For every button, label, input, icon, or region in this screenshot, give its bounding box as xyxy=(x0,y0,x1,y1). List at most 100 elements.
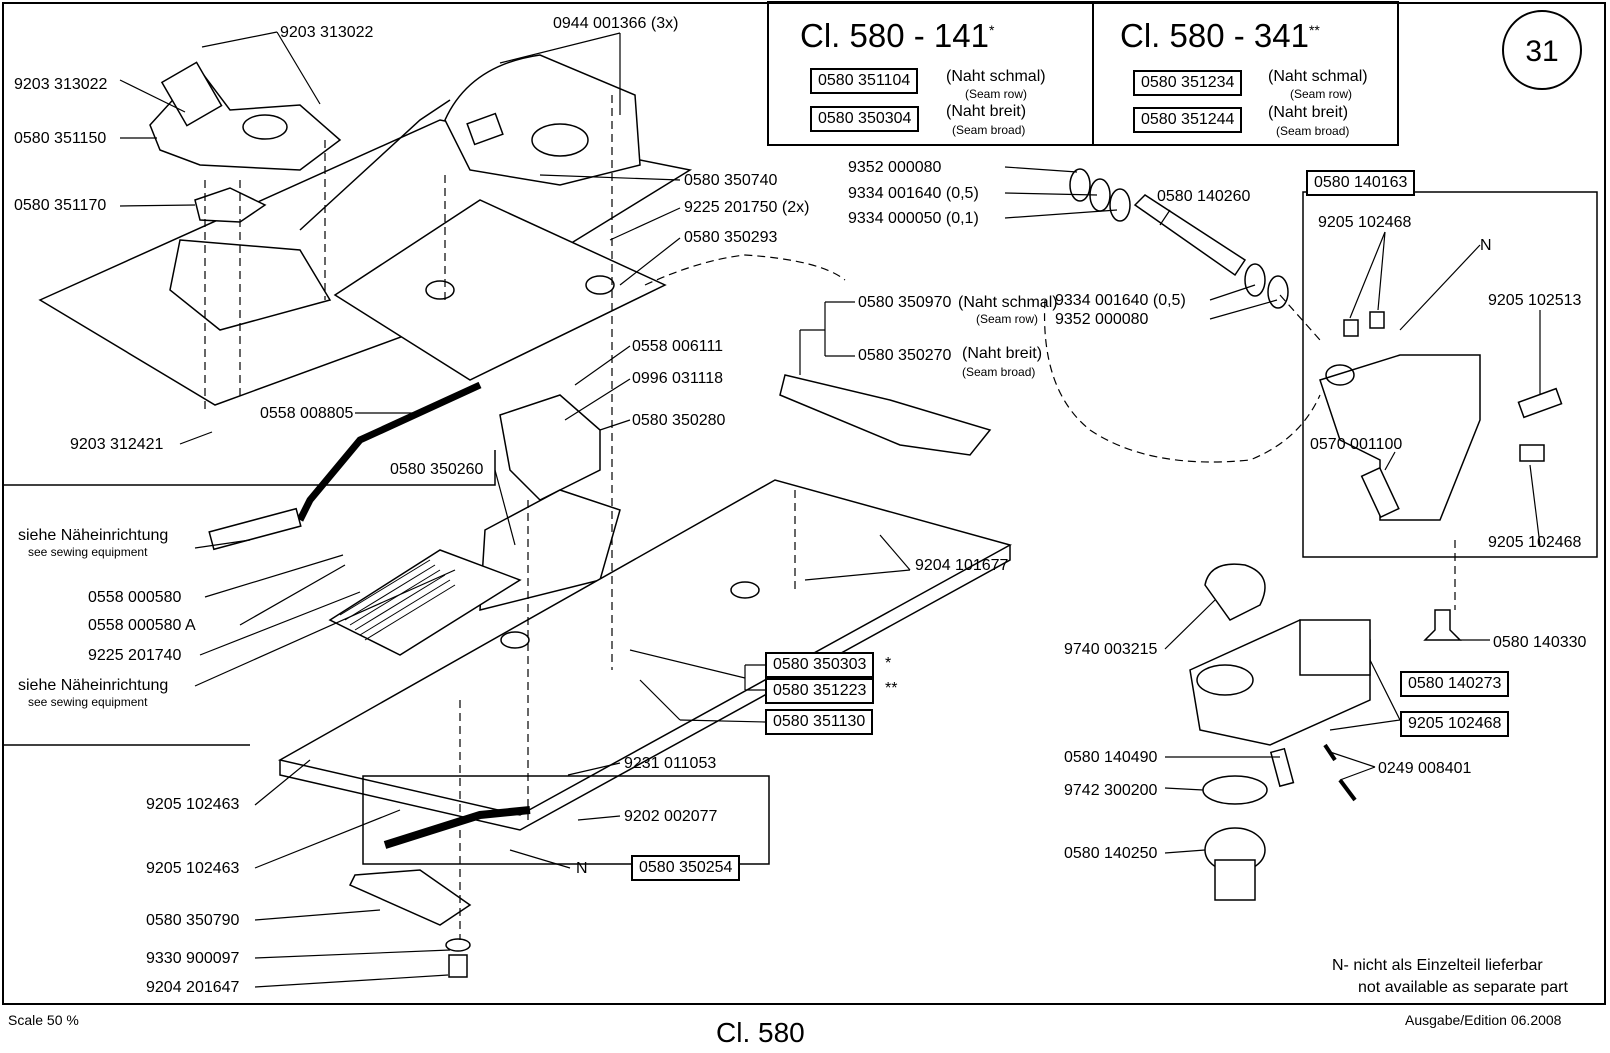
label-part: 9334 001640 (0,5) xyxy=(1055,292,1186,309)
label-part: 9742 300200 xyxy=(1064,782,1158,799)
plate-350740-hole xyxy=(531,123,589,157)
ring-352000080-b xyxy=(1267,275,1289,309)
ring-352000080 xyxy=(1069,168,1091,202)
ghost-feed-dog xyxy=(169,239,332,331)
label-part: 0558 000580 xyxy=(88,589,182,606)
box-part: 0580 351130 xyxy=(765,709,874,735)
ring-003215 xyxy=(1204,563,1266,621)
ring-300200 xyxy=(1202,775,1268,805)
bolt-140330 xyxy=(1423,609,1462,641)
box-part: 0580 140163 xyxy=(1306,170,1416,196)
label-part: 9231 011053 xyxy=(624,755,717,772)
crank-bore xyxy=(1325,364,1355,386)
label-part-de: (Naht breit) xyxy=(962,345,1043,362)
class-b-part-2-en: (Seam broad) xyxy=(1276,124,1350,138)
base-plate-edge xyxy=(279,545,1011,831)
needle-plate-insert xyxy=(328,549,522,656)
base-plate-hole xyxy=(730,581,760,599)
label-part-sub: see sewing equipment xyxy=(28,545,148,559)
header-table-border xyxy=(767,1,1399,146)
label-part: 0580 350260 xyxy=(390,461,484,478)
page-number: 31 xyxy=(1502,10,1582,90)
leaf-spring-313022 xyxy=(160,61,223,127)
washer-900097 xyxy=(445,938,471,952)
label-part: 0558 006111 xyxy=(632,338,724,355)
label-part-sub: (Seam broad) xyxy=(962,365,1036,379)
label-part-sub: (Seam row) xyxy=(976,312,1039,326)
marker-star: * xyxy=(885,655,892,672)
label-part: 0570 001100 xyxy=(1310,436,1403,453)
label-part: 9352 000080 xyxy=(1055,311,1149,328)
label-part: 0944 001366 (3x) xyxy=(553,15,679,32)
plate-350740 xyxy=(444,54,641,186)
knife-blade xyxy=(208,507,302,551)
crank-140163 xyxy=(1319,354,1481,521)
footer-edition: Ausgabe/Edition 06.2008 xyxy=(1405,1012,1562,1028)
label-part: 0580 140260 xyxy=(1157,188,1251,205)
label-part-de: (Naht schmal) xyxy=(958,294,1058,311)
screw-201647 xyxy=(448,954,468,978)
lever-350970 xyxy=(779,374,992,456)
part-350280 xyxy=(499,394,601,501)
class-a-part-2-de: (Naht breit) xyxy=(946,103,1027,120)
plate-351170 xyxy=(194,187,267,223)
label-part: 0580 350280 xyxy=(632,412,726,429)
label-part: 0580 350293 xyxy=(684,229,778,246)
screw-102468-a xyxy=(1343,319,1359,337)
class-b-part-2-de: (Naht breit) xyxy=(1268,104,1349,121)
shim-0-5-b xyxy=(1244,263,1266,297)
footer-title: Cl. 580 xyxy=(716,1017,805,1048)
note-de: N- nicht als Einzelteil lieferbar xyxy=(1332,957,1543,974)
label-part: 9205 102468 xyxy=(1488,534,1582,551)
screw-102468-c xyxy=(1519,444,1545,462)
plate-351150-hole xyxy=(242,114,288,140)
label-part: 0996 031118 xyxy=(632,370,724,387)
class-b-part-1: 0580 351234 xyxy=(1133,70,1243,96)
shaft-140260 xyxy=(1133,194,1247,277)
class-b-part-1-de: (Naht schmal) xyxy=(1268,68,1368,85)
label-part: 9330 900097 xyxy=(146,950,240,967)
box-part: 0580 351223 xyxy=(765,678,875,704)
class-a-part-2: 0580 350304 xyxy=(810,106,920,132)
screw-102468-b xyxy=(1369,311,1385,329)
plate-350293 xyxy=(333,199,667,381)
label-part: 9204 101677 xyxy=(915,557,1009,574)
label-part: 9205 102513 xyxy=(1488,292,1582,309)
bushing-right xyxy=(585,275,615,295)
marker-star: ** xyxy=(885,680,898,697)
label-part: 9203 313022 xyxy=(280,24,374,41)
box-part: 0580 140273 xyxy=(1400,671,1510,697)
class-a-part-1: 0580 351104 xyxy=(810,68,919,94)
plate-350740-slot xyxy=(466,112,504,146)
class-a-title: Cl. 580 - 141* xyxy=(800,17,995,54)
label-part: 9352 000080 xyxy=(848,159,942,176)
label-part-sub: see sewing equipment xyxy=(28,695,148,709)
footer-scale: Scale 50 % xyxy=(8,1012,79,1028)
label-part: 0580 350790 xyxy=(146,912,240,929)
leader-lines xyxy=(119,31,1541,988)
detail-box-140163 xyxy=(1302,191,1598,558)
lever-350254 xyxy=(383,806,531,849)
label-part: 0558 000580 A xyxy=(88,617,196,634)
section-line xyxy=(2,450,496,486)
box-part: 0580 350303 xyxy=(765,652,875,678)
label-part: 9225 201740 xyxy=(88,647,182,664)
label-part: 9225 201750 (2x) xyxy=(684,199,810,216)
class-a-part-1-en: (Seam row) xyxy=(965,87,1028,101)
label-part: 9202 002077 xyxy=(624,808,718,825)
lever-008805 xyxy=(296,381,482,522)
shim-0-1 xyxy=(1109,188,1131,222)
cup-140250-base xyxy=(1214,859,1256,901)
class-a-part-1-de: (Naht schmal) xyxy=(946,68,1046,85)
class-b-title: Cl. 580 - 341** xyxy=(1120,17,1320,54)
pin-008401-a xyxy=(1338,778,1357,802)
housing-bore xyxy=(1196,664,1254,696)
label-part: 9203 313022 xyxy=(14,76,108,93)
screw-102513 xyxy=(1517,387,1563,419)
label-part: N xyxy=(576,860,588,877)
spring-140490 xyxy=(1269,747,1295,788)
label-part: 9334 000050 (0,1) xyxy=(848,210,979,227)
label-part: siehe Näheinrichtung xyxy=(18,527,169,544)
class-b-part-2: 0580 351244 xyxy=(1133,107,1243,133)
